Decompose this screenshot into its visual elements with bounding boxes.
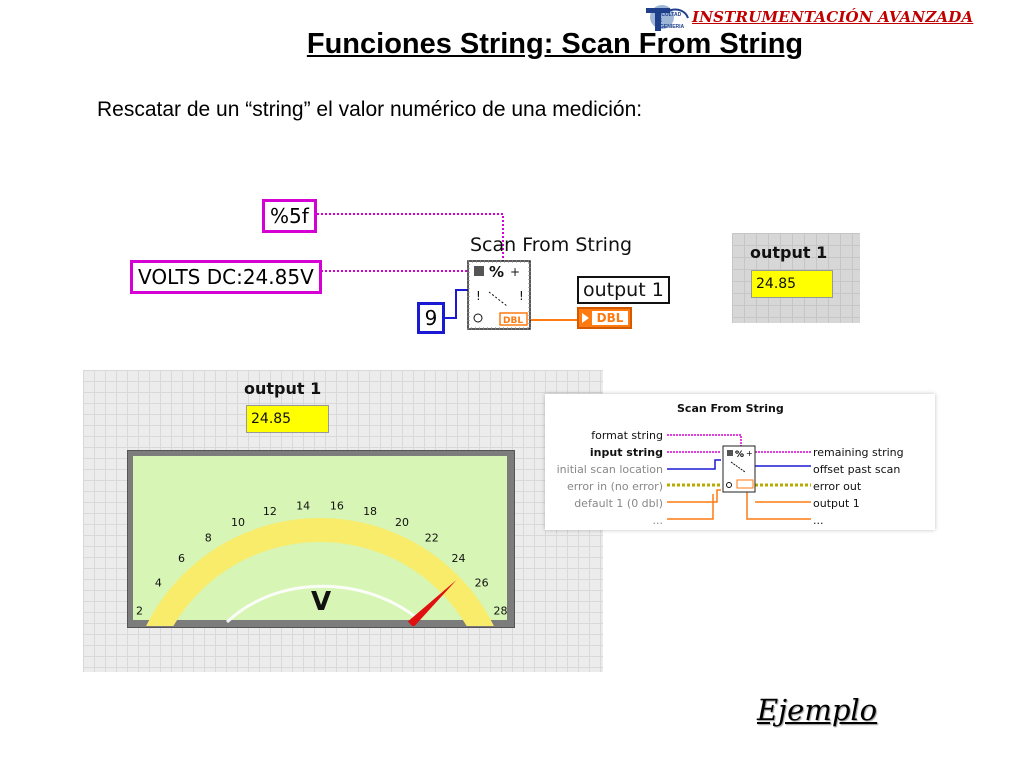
brand-text: INSTRUMENTACIÓN AVANZADA (692, 8, 974, 26)
help-diagram: % + (667, 434, 811, 520)
meter-unit: V (311, 587, 331, 617)
terminal-type: DBL (592, 311, 628, 325)
offset-wire (441, 289, 468, 319)
context-help-panel: Scan From String % + format string input … (545, 394, 935, 530)
scan-from-string-node-icon[interactable]: % + ! ! DBL (467, 260, 531, 330)
svg-text:%: % (735, 450, 744, 460)
format-wire (313, 213, 504, 262)
help-output-label: remaining string (813, 446, 904, 459)
logo-caption: FACULTAD DE INGENIERIA (655, 12, 685, 30)
help-output-label: output 1 (813, 497, 860, 510)
svg-text:+: + (746, 449, 753, 458)
meter-tick-label: 12 (263, 505, 277, 518)
example-link[interactable]: Ejemplo (757, 693, 878, 727)
svg-text:!: ! (476, 289, 481, 303)
voltmeter-gauge: 024681012141618202224262830 V (136, 500, 507, 626)
offset-numeric-constant[interactable]: 9 (417, 302, 445, 334)
meter-tick-label: 10 (231, 516, 245, 529)
scan-node-label: Scan From String (470, 234, 633, 256)
help-title: Scan From String (677, 402, 784, 415)
output-indicator-value: 24.85 (246, 405, 329, 433)
play-triangle-icon (582, 313, 589, 323)
help-input-label: initial scan location (556, 463, 663, 476)
output-indicator-label: output 1 (577, 276, 670, 304)
help-input-label: default 1 (0 dbl) (574, 497, 663, 510)
header-brand (640, 2, 1022, 32)
meter-glare (225, 584, 418, 624)
svg-text:+: + (510, 265, 520, 279)
meter-tick-label: 28 (493, 605, 507, 618)
meter-tick-label: 16 (330, 500, 344, 513)
indicator-label: output 1 (244, 379, 322, 398)
meter-tick-label: 14 (296, 500, 310, 513)
format-string-constant[interactable]: %5f (262, 199, 317, 233)
page-title: Funciones String: Scan From String (306, 28, 804, 60)
help-output-label: ... (813, 514, 824, 527)
help-input-label: format string (591, 429, 663, 442)
help-input-label: error in (no error) (566, 480, 663, 493)
input-string-constant[interactable]: VOLTS DC:24.85V (130, 260, 322, 294)
meter-tick-label: 26 (475, 577, 489, 590)
subtitle: Rescatar de un “string” el valor numéric… (97, 98, 643, 121)
meter-tick-label: 20 (395, 516, 409, 529)
meter-tick-label: 18 (363, 505, 377, 518)
meter-scale-band (146, 518, 494, 626)
meter-tick-label: 2 (136, 605, 143, 618)
meter-tick-label: 8 (205, 532, 212, 545)
output-indicator-terminal[interactable]: DBL (577, 307, 632, 329)
help-input-label: input string (589, 446, 663, 459)
meter-ticks: 024681012141618202224262830 (136, 500, 507, 618)
meter-tick-label: 22 (425, 532, 439, 545)
help-output-label: offset past scan (813, 463, 901, 476)
meter-tick-label: 6 (178, 552, 185, 565)
help-input-label: ... (652, 514, 664, 527)
node-glyph: % (489, 263, 504, 281)
meter-needle (407, 579, 457, 626)
meter-tick-label: 4 (155, 577, 162, 590)
svg-text:DBL: DBL (503, 316, 523, 326)
front-panel-small: output 1 24.85 (732, 233, 860, 323)
indicator-label: output 1 (750, 243, 828, 262)
meter-tick-label: 24 (452, 552, 466, 565)
svg-text:!: ! (519, 289, 524, 303)
help-output-label: error out (813, 480, 862, 493)
university-logo-icon (646, 5, 689, 31)
output-indicator-value: 24.85 (751, 270, 833, 298)
